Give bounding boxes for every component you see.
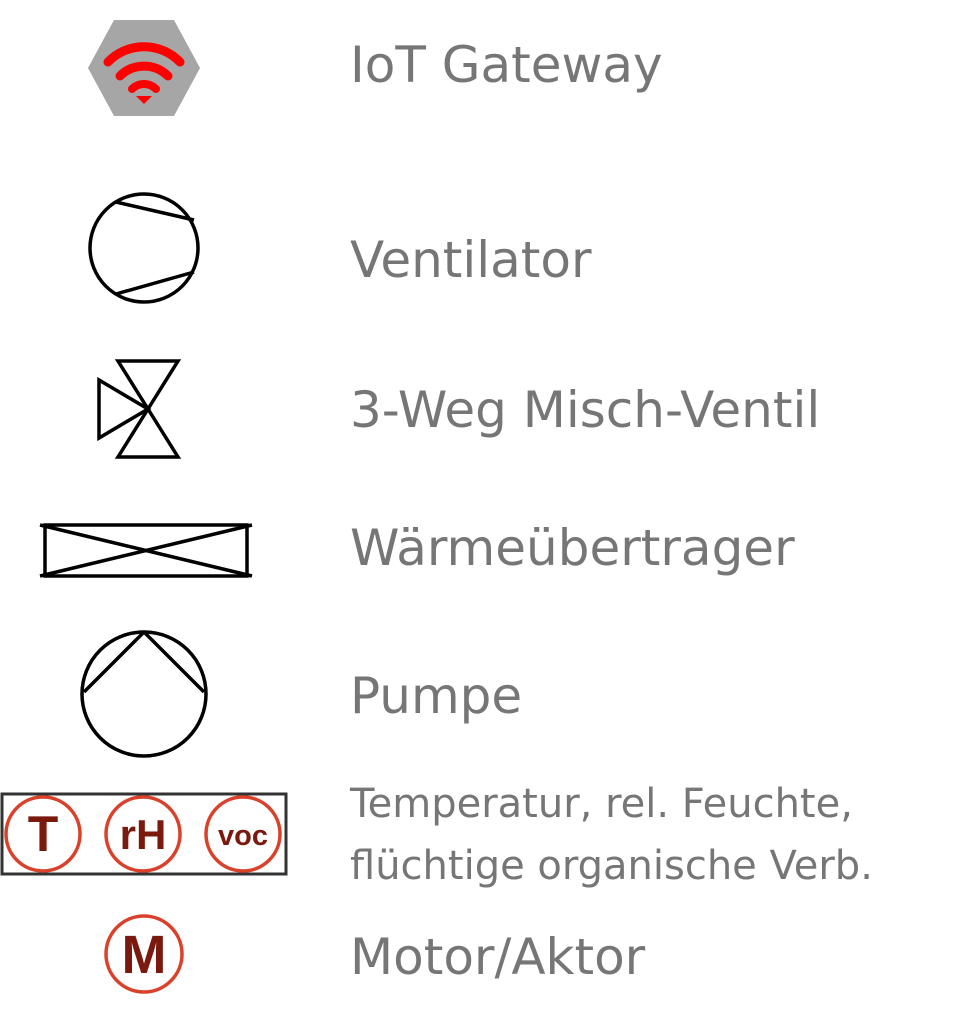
iot-gateway-icon bbox=[88, 20, 200, 116]
wifi-signal-icon bbox=[103, 42, 185, 104]
svg-text:T: T bbox=[28, 806, 59, 862]
legend-label-iot-gateway: IoT Gateway bbox=[350, 36, 663, 94]
legend-label-pump: Pumpe bbox=[350, 667, 523, 725]
svg-text:voc: voc bbox=[218, 820, 268, 852]
three-way-valve-icon bbox=[97, 359, 182, 459]
motor-actuator-icon: M bbox=[104, 914, 184, 994]
pump-icon bbox=[80, 630, 208, 758]
sensor-group-icon: T rH voc bbox=[0, 792, 288, 876]
legend-label-mixing-valve: 3-Weg Misch-Ventil bbox=[350, 381, 821, 439]
fan-icon bbox=[88, 192, 200, 304]
legend-label-sensors-line2: flüchtige organische Verb. bbox=[350, 843, 873, 889]
legend-label-heat-exchanger: Wärmeübertrager bbox=[350, 519, 795, 577]
svg-text:M: M bbox=[122, 925, 167, 985]
voc-sensor-icon: voc bbox=[204, 795, 282, 873]
heat-exchanger-icon bbox=[39, 523, 253, 578]
legend-label-ventilator: Ventilator bbox=[350, 231, 592, 289]
legend-label-motor: Motor/Aktor bbox=[350, 928, 646, 986]
humidity-sensor-icon: rH bbox=[104, 795, 182, 873]
temperature-sensor-icon: T bbox=[4, 795, 82, 873]
legend-label-sensors-line1: Temperatur, rel. Feuchte, bbox=[350, 781, 853, 827]
svg-text:rH: rH bbox=[120, 811, 167, 858]
